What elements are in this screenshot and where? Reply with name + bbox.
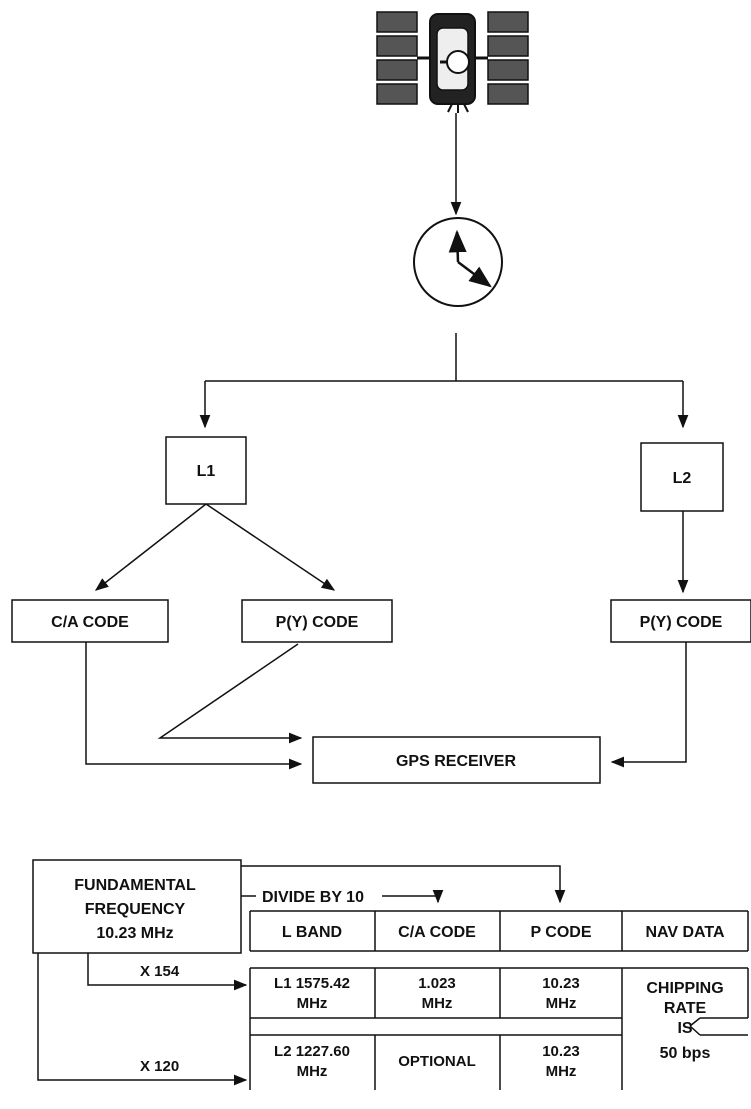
py-code-l2-box	[610, 599, 751, 643]
fundamental-line2: FREQUENCY	[85, 901, 186, 918]
fundamental-frequency-box	[32, 859, 242, 954]
satellite-icon	[376, 11, 529, 113]
nav-rate-value: 50 bps	[660, 1045, 711, 1062]
l2-band-line1: L2 1227.60	[274, 1043, 350, 1060]
l1-p-line2: MHz	[546, 995, 577, 1012]
nav-is: IS	[677, 1020, 692, 1037]
frequency-table	[249, 910, 749, 1090]
l1-ca-line2: MHz	[422, 995, 453, 1012]
l2-box	[640, 442, 724, 512]
py-code-l1-box	[241, 599, 393, 643]
l1-band-line2: MHz	[297, 995, 328, 1012]
py-code-l1-label: P(Y) CODE	[276, 614, 359, 631]
x120-label: X 120	[140, 1058, 179, 1075]
l2-label: L2	[673, 470, 692, 487]
clock-icon	[413, 217, 503, 307]
x154-label: X 154	[140, 963, 180, 980]
ca-code-box	[11, 599, 169, 643]
py-code-l2-label: P(Y) CODE	[640, 614, 723, 631]
gps-receiver-box	[312, 736, 601, 784]
fundamental-line1: FUNDAMENTAL	[74, 877, 196, 894]
l1-label: L1	[197, 463, 216, 480]
nav-chipping: CHIPPING	[646, 980, 723, 997]
header-ca-code: C/A CODE	[398, 924, 476, 941]
l2-p-line1: 10.23	[542, 1043, 580, 1060]
header-l-band: L BAND	[282, 924, 342, 941]
l2-band-line2: MHz	[297, 1063, 328, 1080]
ca-code-label: C/A CODE	[51, 614, 129, 631]
nav-rate: RATE	[664, 1000, 707, 1017]
l1-band-line1: L1 1575.42	[274, 975, 350, 992]
l2-ca-optional: OPTIONAL	[398, 1053, 476, 1070]
gps-receiver-label: GPS RECEIVER	[396, 753, 516, 770]
fundamental-line3: 10.23 MHz	[96, 925, 173, 942]
l1-box	[165, 436, 247, 505]
l2-p-line2: MHz	[546, 1063, 577, 1080]
header-p-code: P CODE	[530, 924, 591, 941]
header-nav-data: NAV DATA	[645, 924, 725, 941]
divide-by-label: DIVIDE BY 10	[262, 889, 364, 906]
l1-p-line1: 10.23	[542, 975, 580, 992]
l1-ca-line1: 1.023	[418, 975, 456, 992]
